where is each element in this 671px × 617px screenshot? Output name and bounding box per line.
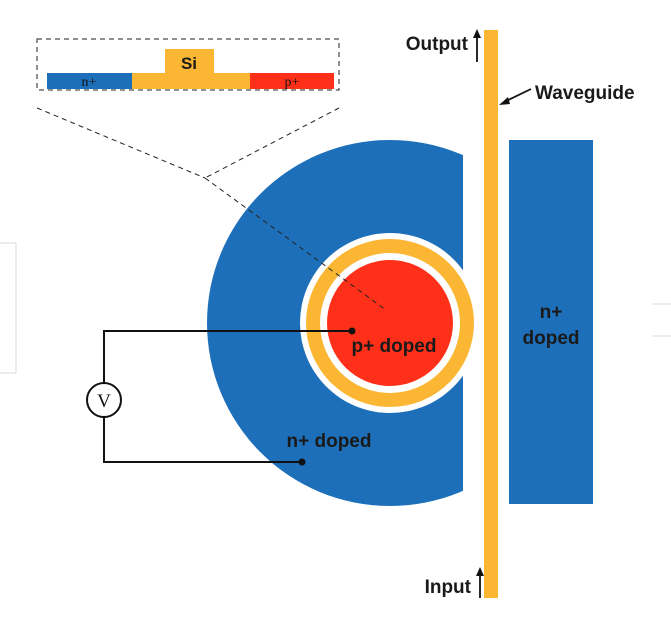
waveguide-pointer-arrowhead-icon [499,97,510,105]
waveguide [484,30,498,598]
n-doped-bar-label-line2: doped [523,328,580,349]
contact-dot-p [348,327,356,335]
left-frame-fragment [0,242,17,374]
inset-n-label: n+ [82,75,97,90]
output-label: Output [406,34,469,55]
output-arrowhead-icon [473,29,481,38]
input-label: Input [425,577,472,598]
input-arrowhead-icon [476,567,484,576]
contact-dot-n [298,458,306,466]
voltage-label: V [97,391,111,412]
inset-silicon-slab [132,73,250,89]
wire-bottom [103,417,302,463]
p-doped-core [327,260,453,386]
zoom-line-to-ring [204,177,387,311]
wire-top [103,330,352,383]
inset-p-label: p+ [285,75,300,90]
zoom-line-right [204,107,340,179]
n-doped-bar-label-line1: n+ [540,302,563,323]
inset-p-region [250,73,334,89]
n-doped-bar [509,140,593,504]
inset-silicon-rib [165,49,214,74]
p-doped-label: p+ doped [352,336,437,357]
inset-box [36,38,340,91]
voltage-source-symbol [86,382,122,418]
waveguide-label: Waveguide [535,83,635,104]
inset-si-label: Si [181,54,197,73]
n-doped-ring-label: n+ doped [287,431,372,452]
zoom-line-left [36,107,206,179]
inset-n-region [47,73,132,89]
